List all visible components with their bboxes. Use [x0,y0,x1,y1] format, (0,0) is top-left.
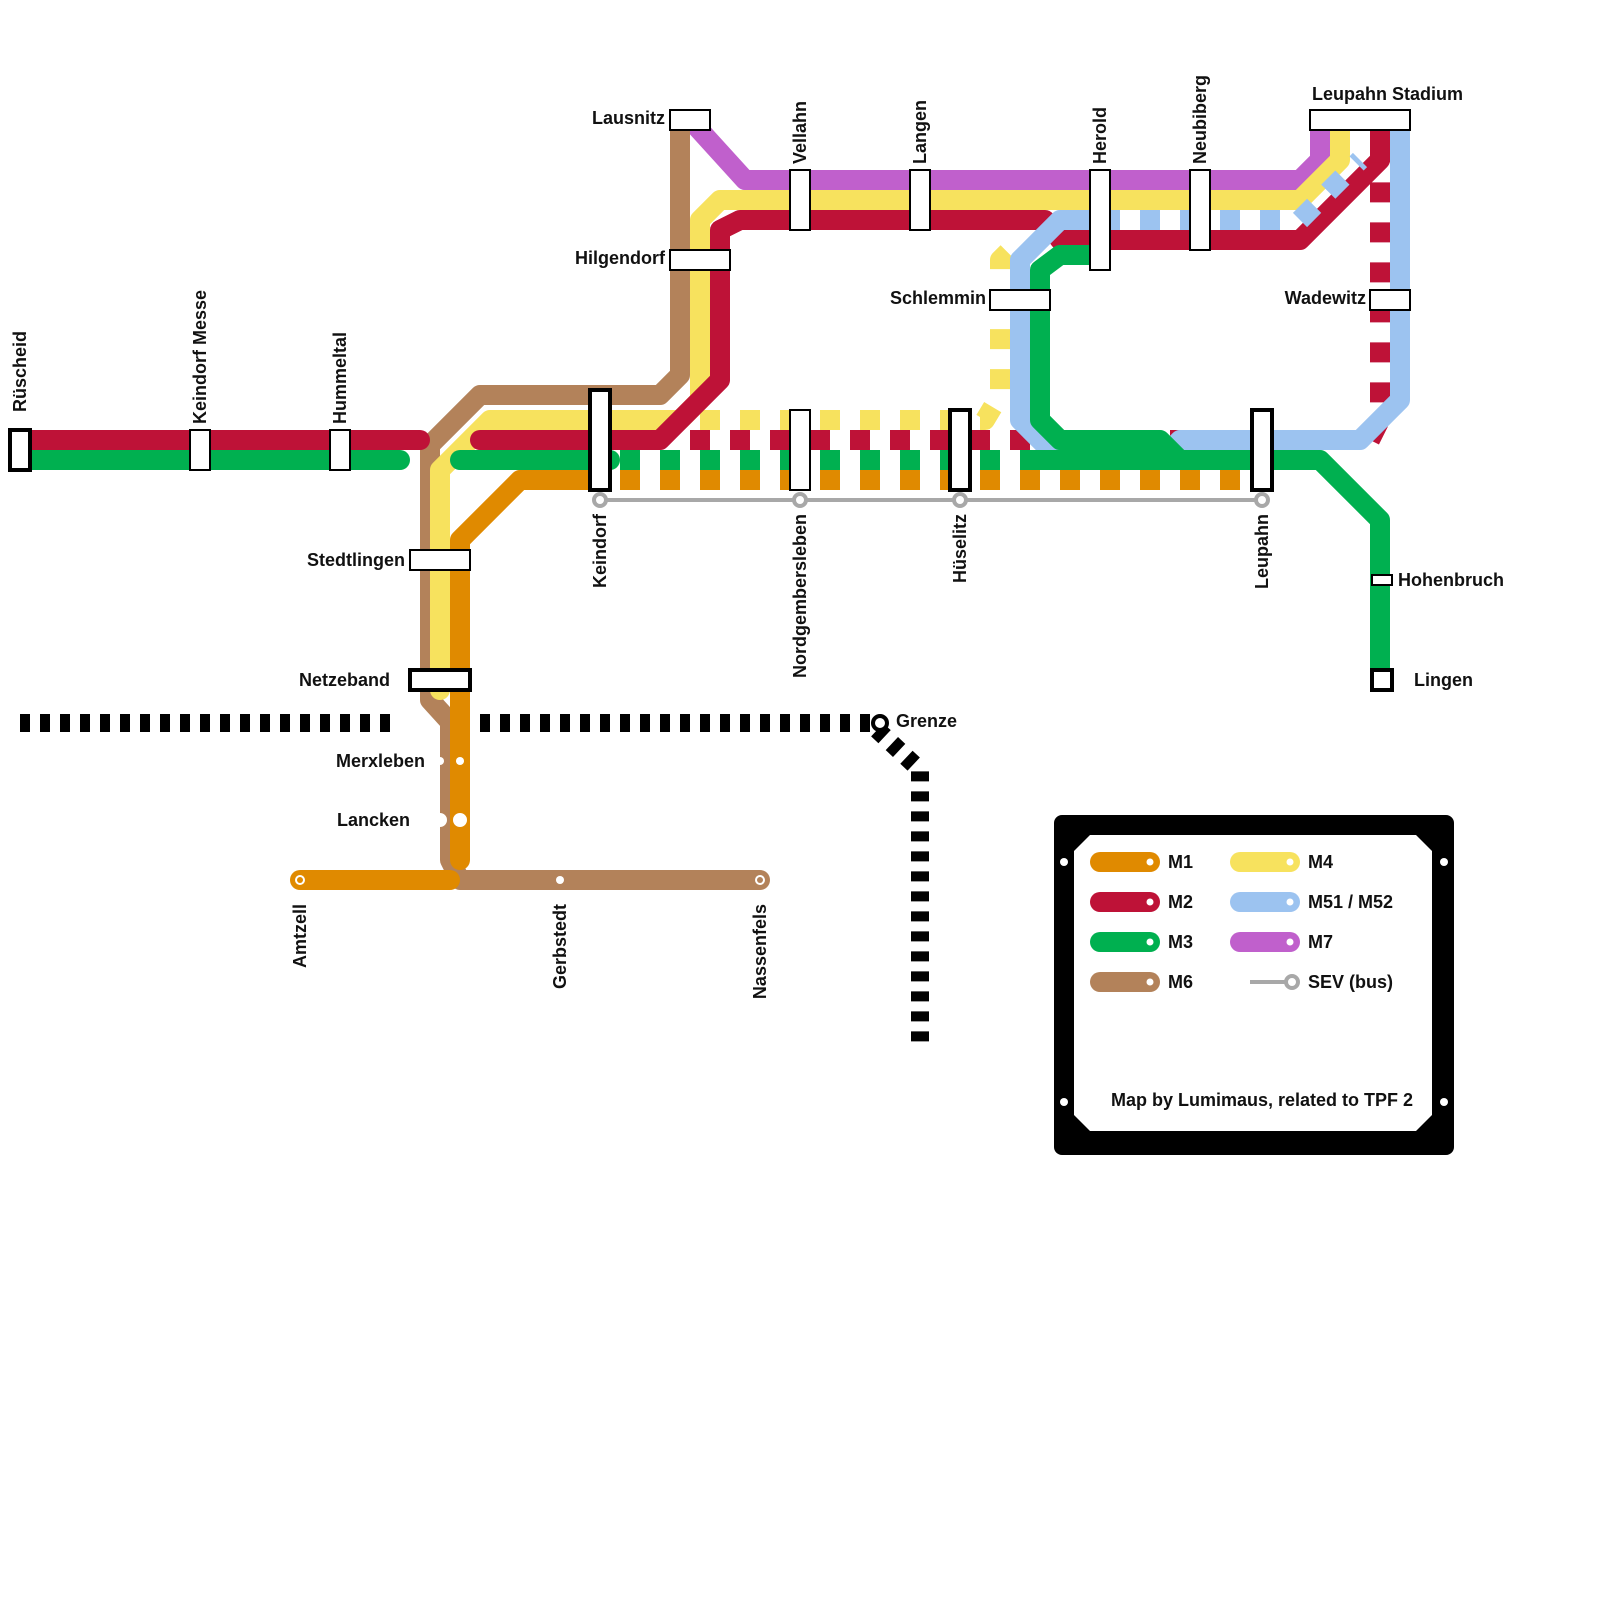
line-m1[interactable] [450,470,610,870]
sev-stops [592,492,1270,508]
legend-label: M7 [1308,932,1333,952]
map-credit: Map by Lumimaus, related to TPF 2 [1111,1090,1413,1110]
sev-stop [952,492,968,508]
line-m52-dashed[interactable] [1100,152,1368,230]
sev-stop [592,492,608,508]
stop-ring-lancken-m6[interactable] [433,813,447,827]
station-marker-lingen[interactable] [1370,668,1394,692]
label-rueschheid: Rüscheid [10,331,30,412]
stop-dot-merxleben-m1[interactable] [456,757,464,765]
station-marker-vellahn[interactable] [789,169,811,231]
label-hummeltal: Hummeltal [330,332,350,424]
line-m4-dashed[interactable] [700,237,1023,430]
station-marker-lausnitz[interactable] [669,109,711,131]
station-marker-hohenbruch[interactable] [1371,574,1393,586]
legend-dot [1286,898,1294,906]
label-wadewitz: Wadewitz [1285,288,1366,308]
label-hilgendorf: Hilgendorf [575,248,666,268]
label-amtzell: Amtzell [290,904,310,968]
legend-item-m1: M1 [1090,852,1193,872]
legend-item-m6: M6 [1090,972,1193,992]
station-marker-langen[interactable] [909,169,931,231]
label-lingen: Lingen [1414,670,1473,690]
legend-item-m2: M2 [1090,892,1193,912]
sev-stop [792,492,808,508]
station-marker-stedtlingen[interactable] [409,549,471,571]
label-keindorf-messe: Keindorf Messe [190,290,210,424]
label-vellahn: Vellahn [790,101,810,164]
legend-item-m7: M7 [1230,932,1333,952]
stop-dot-merxleben-m6[interactable] [436,757,444,765]
stop-dot-nassenfels-center [757,877,763,883]
legend-bolt [1060,858,1068,866]
label-lausnitz: Lausnitz [592,108,665,128]
label-herold: Herold [1090,107,1110,164]
station-marker-wadewitz[interactable] [1369,289,1411,311]
legend-label: M1 [1168,852,1193,872]
label-grenze: Grenze [896,711,957,731]
line-m2[interactable] [470,120,1390,450]
legend-label: M51 / M52 [1308,892,1393,912]
stop-dot-amtzell-center [297,877,303,883]
legend-dot [1286,858,1294,866]
station-marker-leupahn-stadium[interactable] [1309,109,1411,131]
label-merxleben: Merxleben [336,751,425,771]
legend-label: M6 [1168,972,1193,992]
label-hueselitz: Hüselitz [950,514,970,583]
stop-ring-lancken-m1[interactable] [453,813,467,827]
label-leupahn: Leupahn [1252,514,1272,589]
label-stedtlingen: Stedtlingen [307,550,405,570]
legend-item-m3: M3 [1090,932,1193,952]
station-marker-netzeband[interactable] [408,668,472,692]
legend-stop-icon [1284,974,1300,990]
legend-item-m51: M51 / M52 [1230,892,1393,912]
station-marker-hueselitz[interactable] [948,408,972,492]
legend-label: M2 [1168,892,1193,912]
station-marker-rueschheid[interactable] [8,428,32,472]
label-nassenfels: Nassenfels [750,904,770,999]
line-m3-loop[interactable] [1030,245,1190,470]
station-marker-nordgembersleben[interactable] [789,409,811,491]
legend-dot [1146,898,1154,906]
legend-item-m4: M4 [1230,852,1333,872]
label-schlemmin: Schlemmin [890,288,986,308]
label-hohenbruch: Hohenbruch [1398,570,1504,590]
legend-dot [1146,978,1154,986]
legend-label: SEV (bus) [1308,972,1393,992]
station-marker-neubiberg[interactable] [1189,169,1211,251]
border-line [20,714,929,1050]
label-neubiberg: Neubiberg [1190,75,1210,164]
label-leupahn-stadium: Leupahn Stadium [1312,84,1463,104]
legend-bolt [1060,1098,1068,1106]
legend-dot [1146,858,1154,866]
legend-label: M4 [1308,852,1333,872]
label-langen: Langen [910,100,930,164]
station-marker-hummeltal[interactable] [329,429,351,471]
legend-bolt [1440,858,1448,866]
legend-dot [1286,938,1294,946]
label-nordgembersleben: Nordgembersleben [790,514,810,678]
sev-stop [1254,492,1270,508]
legend-label: M3 [1168,932,1193,952]
station-marker-hilgendorf[interactable] [669,249,731,271]
station-marker-schlemmin[interactable] [989,289,1051,311]
label-lancken: Lancken [337,810,410,830]
line-m7[interactable] [685,115,1330,190]
legend-item-sev: SEV (bus) [1250,972,1393,992]
legend-bolt [1440,1098,1448,1106]
label-netzeband: Netzeband [299,670,390,690]
grenze-marker [871,714,889,732]
line-m3[interactable] [1030,450,1390,690]
station-marker-keindorf[interactable] [588,388,612,492]
station-marker-herold[interactable] [1089,169,1111,271]
label-keindorf: Keindorf [590,513,610,588]
legend-dot [1146,938,1154,946]
station-marker-keindorf-messe[interactable] [189,429,211,471]
stop-dot-gerbstedt[interactable] [556,876,564,884]
label-gerbstedt: Gerbstedt [550,904,570,989]
station-marker-leupahn[interactable] [1250,408,1274,492]
